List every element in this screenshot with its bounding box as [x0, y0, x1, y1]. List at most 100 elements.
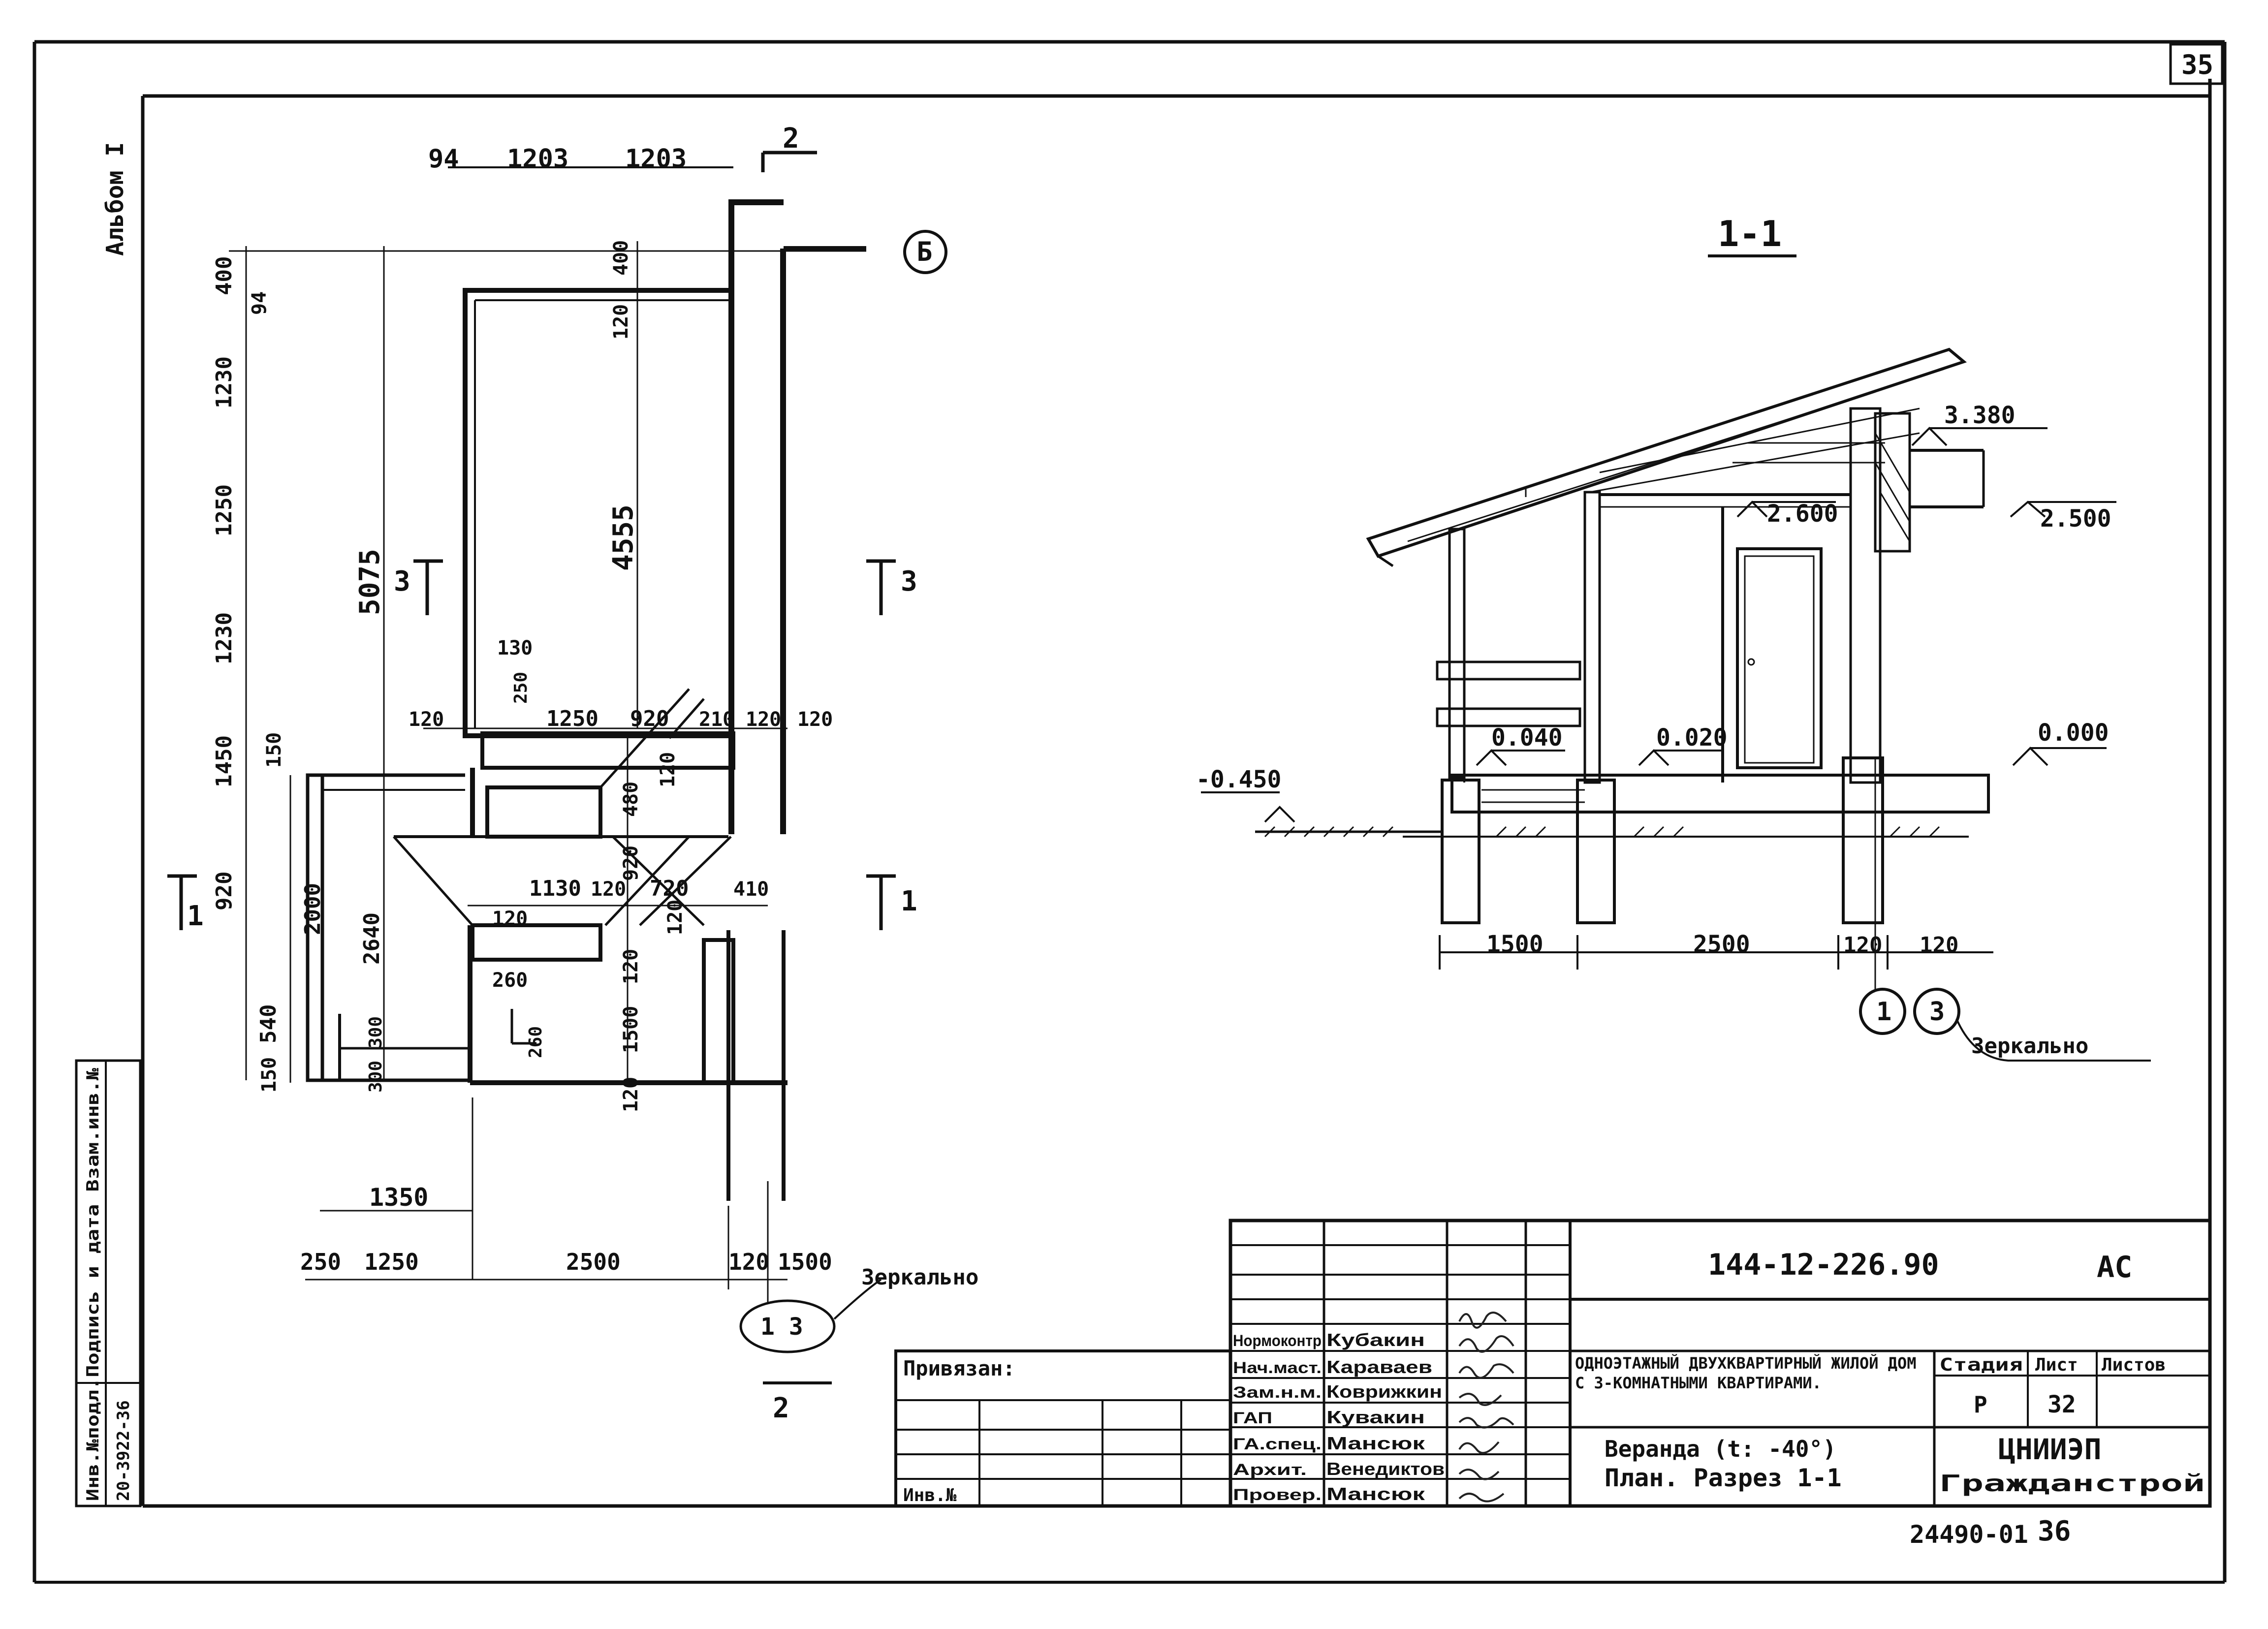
plan-dim-bottom-250: 250 — [300, 1249, 341, 1275]
section-callout-ref-a: 1 — [1876, 997, 1891, 1027]
col-stage: Стадия — [1939, 1355, 2023, 1375]
plan-dim-top-2: 1203 — [625, 144, 687, 174]
stage-value: Р — [1974, 1391, 1987, 1418]
plan-dim-bottom-2500: 2500 — [566, 1249, 621, 1275]
col-sheets: Листов — [2102, 1355, 2166, 1375]
plan-section-3-right: 3 — [901, 565, 917, 597]
plan-dim-left-920: 920 — [212, 872, 237, 910]
plan-dim-120b: 120 — [409, 708, 444, 731]
section-title: 1-1 — [1718, 213, 1782, 254]
left-stamp-header: Инв.№подл.Подпись и дата Взам.инв.№ — [83, 1067, 103, 1501]
plan-dim-left-400: 400 — [212, 256, 237, 295]
title-block-grid — [894, 1219, 2212, 1508]
staff-role-6: Провер. — [1233, 1486, 1322, 1504]
plan-dim-120h: 120 — [664, 900, 687, 935]
staff-name-4: Мансюк — [1326, 1433, 1425, 1453]
section-level-minus0450: -0.450 — [1196, 766, 1281, 793]
plan-dim-bottom-1250: 1250 — [364, 1249, 419, 1275]
staff-name-0: Кубакин — [1326, 1330, 1425, 1350]
plan-section-2-bottom: 2 — [773, 1392, 789, 1424]
plan-dim-150b: 150 — [263, 732, 285, 768]
staff-role-4: ГА.спец. — [1233, 1435, 1322, 1453]
privyazan-label: Привязан: — [903, 1356, 1015, 1380]
plan-dim-2640: 2640 — [359, 912, 384, 965]
archive-number: 24490-01 — [1910, 1520, 2028, 1549]
plan-callout-text: Зеркально — [861, 1265, 978, 1290]
plan-overall-height: 5075 — [354, 549, 386, 615]
plan-dim-120f: 120 — [591, 878, 626, 901]
staff-name-6: Мансюк — [1326, 1484, 1425, 1504]
col-sheet: Лист — [2035, 1355, 2078, 1375]
org-line2: Гражданстрой — [1939, 1470, 2205, 1497]
plan-dim-1500: 1500 — [620, 1006, 642, 1053]
plan-dim-top-0: 94 — [428, 144, 459, 174]
left-stamp-value: 20-3922-36 — [114, 1400, 133, 1501]
plan-dim-left-540: 540 — [256, 1004, 281, 1043]
section-callout-text: Зеркально — [1971, 1034, 2088, 1059]
plan-dim-120g: 120 — [492, 908, 528, 930]
plan-callout-ref: 1 3 — [760, 1313, 803, 1341]
doc-mark: АС — [2097, 1250, 2132, 1284]
plan-dim-300b: 300 — [366, 1061, 386, 1093]
plan-room-height: 4555 — [607, 504, 639, 571]
plan-dim-left-1250: 1250 — [212, 484, 237, 536]
inv-no-label: Инв.№ — [903, 1485, 957, 1505]
sheet-name-line1: Веранда (t: -40°) — [1605, 1436, 1836, 1462]
left-stamp — [75, 1059, 142, 1507]
section-level-2500: 2.500 — [2040, 505, 2111, 533]
page-number: 35 — [2181, 49, 2213, 80]
plan-section-3-left: 3 — [394, 565, 410, 597]
plan-dim-920b: 920 — [620, 846, 642, 881]
section-dim-120a: 120 — [1843, 933, 1882, 958]
plan-dim-400b: 400 — [610, 240, 632, 276]
plan-dim-left-94: 94 — [248, 291, 271, 315]
org-line1: ЦНИИЭП — [1998, 1433, 2102, 1466]
staff-role-0: Нормоконтр — [1233, 1332, 1322, 1349]
plan-axis-label: Б — [916, 236, 933, 267]
section-dim-120b: 120 — [1920, 933, 1958, 958]
section-level-3380: 3.380 — [1944, 402, 2016, 429]
staff-name-2: Коврижкин — [1326, 1381, 1442, 1402]
plan-dim-bottom-1500: 1500 — [778, 1249, 832, 1275]
plan-dim-210: 210 — [699, 708, 734, 731]
section-level-0040: 0.040 — [1491, 724, 1563, 752]
plan-dim-410: 410 — [733, 878, 769, 901]
plan-section-1-left: 1 — [187, 900, 204, 932]
plan-dim-1130: 1130 — [529, 876, 581, 901]
section-dim-2500: 2500 — [1693, 931, 1750, 958]
plan-dim-120d: 120 — [797, 708, 833, 731]
archive-page: 36 — [2038, 1515, 2071, 1547]
section-dim-1500: 1500 — [1486, 931, 1544, 958]
plan-dim-120e: 120 — [657, 752, 679, 787]
plan-dim-720: 720 — [650, 876, 689, 901]
plan-dim-top-1: 1203 — [507, 144, 568, 174]
plan-dim-250: 250 — [511, 672, 531, 704]
staff-role-3: ГАП — [1233, 1409, 1272, 1427]
staff-name-5: Венедиктов — [1326, 1459, 1445, 1479]
staff-name-1: Караваев — [1326, 1357, 1432, 1377]
section-callout-ref-b: 3 — [1929, 997, 1945, 1027]
section-level-0000: 0.000 — [2038, 719, 2109, 747]
plan-dim-1250b: 1250 — [546, 706, 598, 731]
plan-dim-260a: 260 — [492, 969, 528, 992]
plan-dim-120c: 120 — [746, 708, 781, 731]
plan-section-1-right: 1 — [901, 885, 917, 917]
plan-dim-left-1450: 1450 — [212, 735, 237, 787]
album-label: Альбом I — [101, 142, 129, 256]
section-level-0020: 0.020 — [1656, 724, 1728, 752]
plan-dim-120a: 120 — [610, 304, 632, 340]
veranda-plan — [167, 151, 947, 1384]
plan-dim-bottom-120: 120 — [728, 1249, 769, 1275]
staff-role-2: Зам.н.м. — [1233, 1383, 1322, 1401]
plan-dim-300a: 300 — [366, 1016, 386, 1048]
staff-name-3: Кувакин — [1326, 1407, 1425, 1427]
plan-dim-920a: 920 — [630, 706, 669, 731]
section-level-2600: 2.600 — [1767, 500, 1838, 528]
section-1-1 — [1201, 254, 2151, 1062]
plan-dim-bottom-1350: 1350 — [369, 1183, 428, 1212]
plan-dim-left-1230a: 1230 — [212, 356, 237, 408]
plan-dim-left-1230b: 1230 — [212, 612, 237, 664]
plan-dim-120i: 120 — [620, 949, 642, 984]
staff-role-5: Архит. — [1233, 1461, 1307, 1478]
